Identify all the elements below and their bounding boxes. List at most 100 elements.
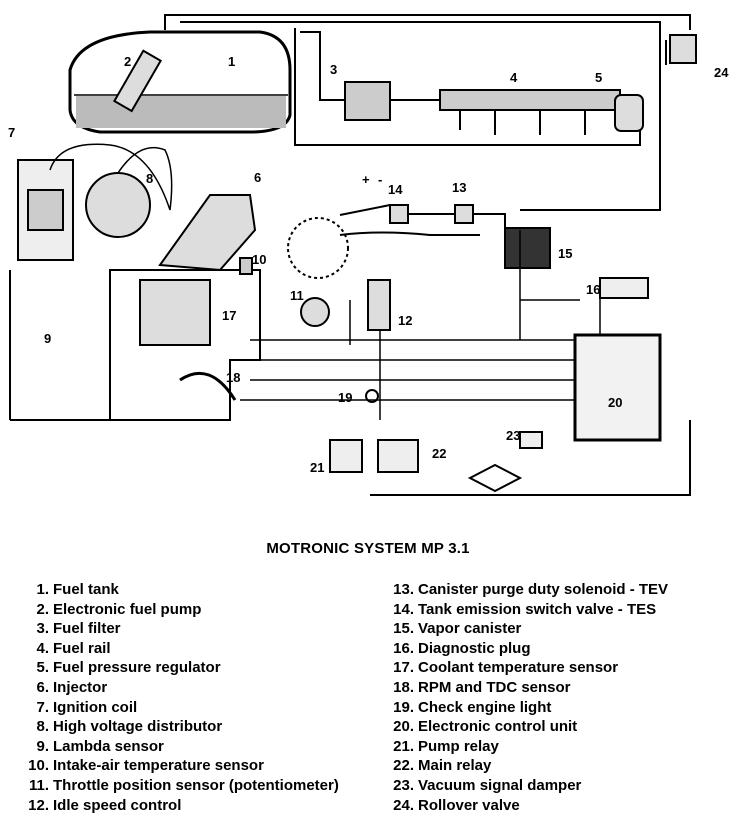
- fuel-filter-shape: [344, 81, 391, 121]
- legend-item-number: 21.: [393, 737, 414, 755]
- legend-item-number: 17.: [393, 659, 414, 677]
- fuel-rail-shape: [439, 89, 621, 111]
- legend-item-label: Idle speed control: [53, 796, 182, 814]
- callout-6: 6: [254, 170, 261, 185]
- legend-item-number: 2.: [36, 600, 49, 618]
- legend-item: 21.Pump relay: [387, 737, 668, 757]
- legend-item: 1.Fuel tank: [22, 580, 339, 600]
- legend-item-number: 14.: [393, 600, 414, 618]
- legend-item: 14.Tank emission switch valve - TES: [387, 600, 668, 620]
- piston-shape: [139, 279, 211, 346]
- callout-2: 2: [124, 54, 131, 69]
- legend-item-label: Coolant temperature sensor: [418, 659, 619, 677]
- callout-11: 11: [290, 288, 304, 303]
- legend-item-label: Ignition coil: [53, 698, 138, 716]
- intake-air-temp-sensor-shape: [239, 257, 253, 275]
- legend-item: 12.Idle speed control: [22, 796, 339, 816]
- battery-diode-shape: [467, 463, 523, 493]
- diagnostic-plug-shape: [599, 277, 649, 299]
- callout-16: 16: [586, 282, 600, 297]
- legend-item-label: Intake-air temperature sensor: [53, 757, 264, 775]
- main-relay-shape: [377, 439, 419, 473]
- legend-item-label: Main relay: [418, 757, 492, 775]
- callout-4: 4: [510, 70, 518, 85]
- legend-item-label: Fuel pressure regulator: [53, 659, 221, 677]
- legend-item: 10.Intake-air temperature sensor: [22, 756, 339, 776]
- tes-valve-shape: [389, 204, 409, 224]
- legend-item: 11.Throttle position sensor (potentiomet…: [22, 776, 339, 796]
- callout-20: 20: [608, 395, 622, 410]
- legend-item-label: Vapor canister: [418, 620, 522, 638]
- pump-to-filter-line: [300, 31, 345, 101]
- vacuum-damper-shape: [519, 431, 543, 449]
- legend-item: 19.Check engine light: [387, 698, 668, 718]
- legend-item-number: 23.: [393, 776, 414, 794]
- legend-item-label: Tank emission switch valve - TES: [418, 600, 657, 618]
- legend-item-number: 12.: [28, 796, 49, 814]
- ground-line: [9, 270, 691, 496]
- callout-12: 12: [398, 313, 412, 328]
- vapor-canister-shape: [504, 227, 551, 269]
- legend-item: 2.Electronic fuel pump: [22, 600, 339, 620]
- callout-15: 15: [558, 246, 572, 261]
- legend-item: 5.Fuel pressure regulator: [22, 658, 339, 678]
- callout-5: 5: [595, 70, 602, 85]
- callout-13: 13: [452, 180, 466, 195]
- callout-1: 1: [228, 54, 235, 69]
- check-engine-light-shape: [365, 389, 379, 403]
- legend-item: 20.Electronic control unit: [387, 717, 668, 737]
- callout-17: 17: [222, 308, 236, 323]
- legend-item-label: Fuel rail: [53, 639, 111, 657]
- fuel-pump-body: [112, 49, 163, 113]
- callout-21: 21: [310, 460, 324, 475]
- callout-24: 24: [714, 65, 729, 80]
- minus-sign: -: [378, 172, 382, 187]
- legend-item-number: 5.: [36, 659, 49, 677]
- ht-leads: [49, 143, 173, 211]
- idle-speed-control-shape: [367, 279, 391, 331]
- legend-item-number: 19.: [393, 698, 414, 716]
- legend-item-label: Fuel filter: [53, 620, 121, 638]
- legend-item: 22.Main relay: [387, 756, 668, 776]
- legend-item-label: Electronic control unit: [418, 718, 578, 736]
- legend-item-number: 11.: [28, 776, 49, 794]
- callout-22: 22: [432, 446, 446, 461]
- legend-item: 4.Fuel rail: [22, 639, 339, 659]
- legend-item-number: 18.: [393, 678, 414, 696]
- legend-item-label: Canister purge duty solenoid - TEV: [418, 581, 669, 598]
- pressure-regulator-shape: [614, 94, 644, 132]
- legend-item-number: 7.: [36, 698, 49, 716]
- legend-item: 8.High voltage distributor: [22, 717, 339, 737]
- legend-item-label: Fuel tank: [53, 581, 119, 598]
- distributor-shape: [85, 172, 151, 238]
- legend-item-number: 4.: [36, 639, 49, 657]
- rollover-valve-shape: [669, 34, 697, 64]
- legend-item: 3.Fuel filter: [22, 619, 339, 639]
- diagram-title: MOTRONIC SYSTEM MP 3.1: [266, 540, 470, 557]
- legend-item: 18.RPM and TDC sensor: [387, 678, 668, 698]
- legend-item-label: Diagnostic plug: [418, 639, 531, 657]
- legend-item-number: 13.: [393, 581, 414, 598]
- legend-item: 6.Injector: [22, 678, 339, 698]
- callout-19: 19: [338, 390, 352, 405]
- legend-item-number: 15.: [393, 620, 414, 638]
- diagram-callouts: 1 2 3 4 5 6 7 8 9 10 11 12 13 14 15 16 1…: [8, 54, 729, 475]
- legend-item-number: 1.: [36, 581, 49, 598]
- legend-item-label: Check engine light: [418, 698, 552, 716]
- legend-item: 15.Vapor canister: [387, 619, 668, 639]
- tev-solenoid-shape: [454, 204, 474, 224]
- ignition-coil-core: [27, 189, 64, 231]
- ecu-shape: [573, 333, 662, 442]
- legend-item: 13.Canister purge duty solenoid - TEV: [387, 580, 668, 600]
- purge-hoses: [339, 204, 506, 236]
- rpm-sensor-shape: [179, 371, 237, 401]
- legend-item: 17.Coolant temperature sensor: [387, 658, 668, 678]
- legend-item-number: 9.: [36, 737, 49, 755]
- callout-8: 8: [146, 171, 153, 186]
- legend-item: 7.Ignition coil: [22, 698, 339, 718]
- callout-23: 23: [506, 428, 520, 443]
- legend-item-label: Injector: [53, 678, 108, 696]
- motronic-system-diagram: 1 2 3 4 5 6 7 8 9 10 11 12 13 14 15 16 1…: [8, 14, 729, 496]
- fuel-supply-line: [164, 14, 691, 30]
- legend-item: 24.Rollover valve: [387, 796, 668, 816]
